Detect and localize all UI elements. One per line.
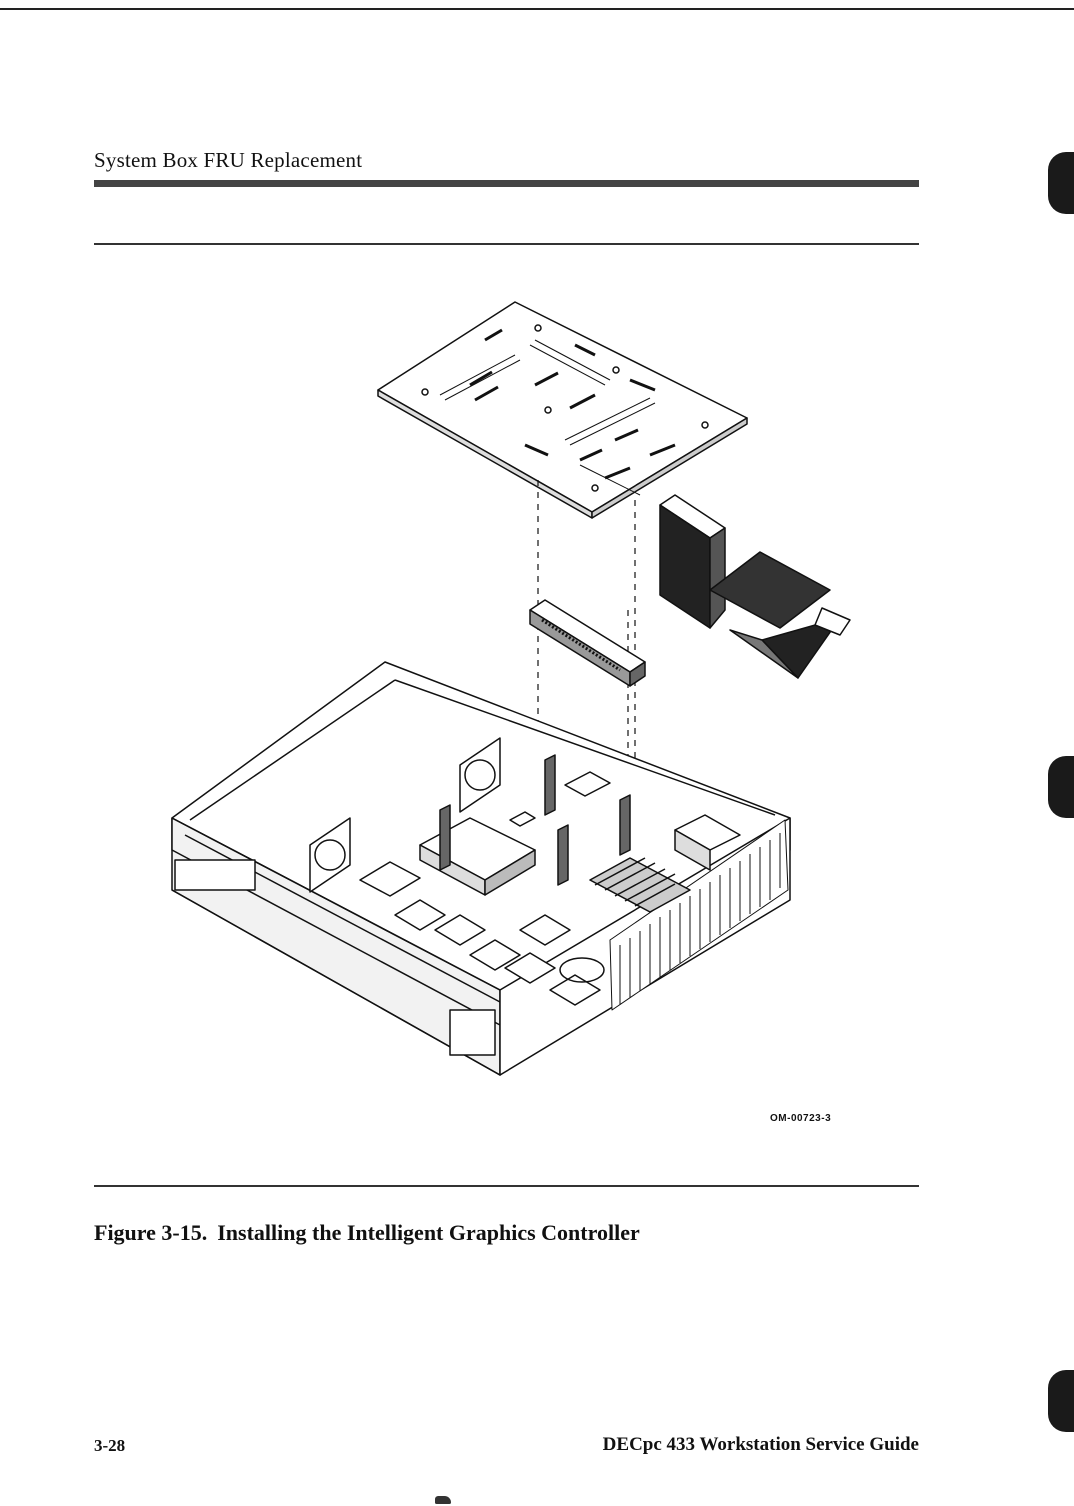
thumb-tab-marker <box>1048 1370 1074 1432</box>
figure-top-rule <box>94 243 919 245</box>
page-number: 3-28 <box>94 1436 125 1456</box>
header-rule <box>94 180 919 187</box>
figure-caption-text: Installing the Intelligent Graphics Cont… <box>217 1220 640 1245</box>
graphics-board <box>378 302 747 518</box>
graphics-controller-illustration <box>150 290 870 1090</box>
scan-speck <box>435 1496 451 1504</box>
figure-bottom-rule <box>94 1185 919 1187</box>
system-chassis <box>172 662 790 1075</box>
guide-title: DECpc 433 Workstation Service Guide <box>603 1434 919 1456</box>
thumb-tab-marker <box>1048 152 1074 214</box>
top-rule <box>0 8 1074 10</box>
figure-art-code: OM-00723-3 <box>770 1113 831 1124</box>
figure-caption-number: Figure 3-15. <box>94 1220 207 1245</box>
figure-caption: Figure 3-15. Installing the Intelligent G… <box>94 1220 640 1246</box>
section-title: System Box FRU Replacement <box>94 148 362 173</box>
card-bracket <box>660 495 850 678</box>
thumb-tab-marker <box>1048 756 1074 818</box>
